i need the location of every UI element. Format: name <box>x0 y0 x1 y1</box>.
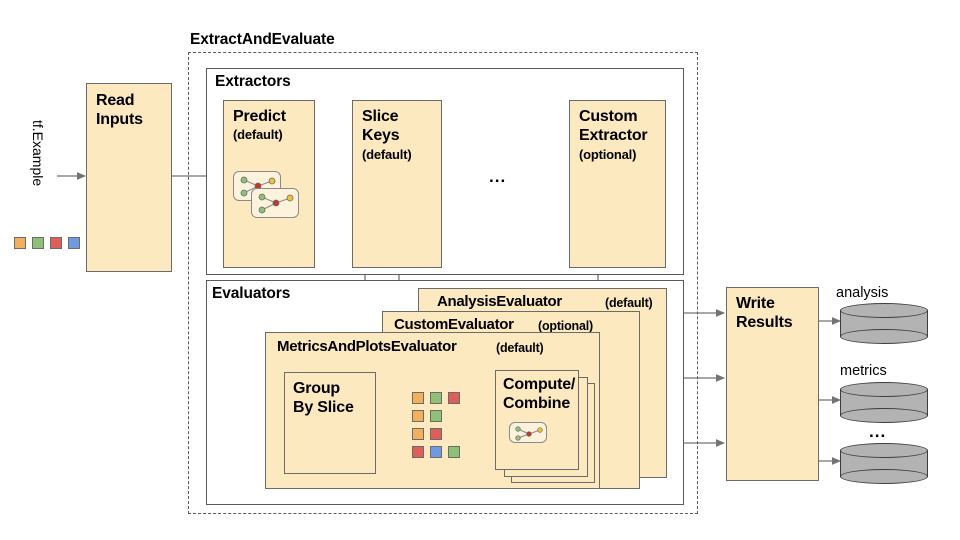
compute-combine-line1: Compute/ <box>503 376 576 393</box>
slice-chip <box>412 428 424 440</box>
extractor-predict-line1: Predict <box>233 108 286 125</box>
metrics-and-plots-evaluator-box[interactable]: MetricsAndPlotsEvaluator (default) Group… <box>265 332 600 489</box>
chip-green <box>32 237 44 249</box>
extractor-custom-line1: Custom <box>579 108 638 125</box>
read-inputs-line2: Inputs <box>96 111 143 128</box>
output-label-analysis: analysis <box>836 285 889 301</box>
slice-chip <box>412 410 424 422</box>
group-by-slice-line1: Group <box>293 380 340 397</box>
slice-chip <box>412 392 424 404</box>
metrics-evaluator-name: MetricsAndPlotsEvaluator <box>277 338 457 355</box>
read-inputs-box[interactable]: Read Inputs <box>86 83 172 272</box>
compute-combine-box[interactable]: Compute/ Combine <box>495 370 579 470</box>
write-results-line2: Results <box>736 314 793 331</box>
extractor-custom-line2: Extractor <box>579 127 648 144</box>
extractor-custom-box[interactable]: Custom Extractor (optional) <box>569 100 666 268</box>
chip-orange <box>14 237 26 249</box>
group-by-slice-box[interactable]: Group By Slice <box>284 372 376 474</box>
slice-chip <box>448 446 460 458</box>
output-label-ellipsis: ... <box>869 422 887 441</box>
extractors-ellipsis: ... <box>489 167 507 186</box>
extractor-custom-qualifier: (optional) <box>579 147 637 162</box>
extractor-slice-keys-line1: Slice <box>362 108 399 125</box>
custom-evaluator-qualifier: (optional) <box>538 319 593 333</box>
metrics-evaluator-qualifier: (default) <box>496 341 544 355</box>
extract-and-evaluate-container <box>188 52 698 514</box>
chip-blue <box>68 237 80 249</box>
analysis-evaluator-name: AnalysisEvaluator <box>437 293 562 310</box>
slice-chip <box>430 446 442 458</box>
evaluators-title: Evaluators <box>212 285 291 302</box>
extractor-slice-keys-qualifier: (default) <box>362 147 412 162</box>
extract-and-evaluate-title: ExtractAndEvaluate <box>190 31 335 48</box>
model-graph-icon-front <box>251 188 299 218</box>
slice-chip <box>448 392 460 404</box>
slice-chip <box>430 392 442 404</box>
plot-graph-icon <box>509 422 547 443</box>
write-results-line1: Write <box>736 295 775 312</box>
group-by-slice-line2: By Slice <box>293 399 354 416</box>
read-inputs-line1: Read <box>96 92 135 109</box>
extractor-predict-box[interactable]: Predict (default) <box>223 100 315 268</box>
chip-red <box>50 237 62 249</box>
extractor-slice-keys-box[interactable]: Slice Keys (default) <box>352 100 442 268</box>
custom-evaluator-name: CustomEvaluator <box>394 316 514 333</box>
slice-chip <box>430 428 442 440</box>
input-label: tf.Example <box>30 120 46 187</box>
write-results-box[interactable]: Write Results <box>726 287 819 481</box>
extractor-predict-qualifier: (default) <box>233 127 283 142</box>
extractors-title: Extractors <box>215 73 291 90</box>
extractor-slice-keys-line2: Keys <box>362 127 400 144</box>
slice-chip <box>412 446 424 458</box>
compute-combine-line2: Combine <box>503 395 571 412</box>
slice-chip <box>430 410 442 422</box>
output-label-metrics: metrics <box>840 363 887 379</box>
analysis-evaluator-qualifier: (default) <box>605 296 653 310</box>
